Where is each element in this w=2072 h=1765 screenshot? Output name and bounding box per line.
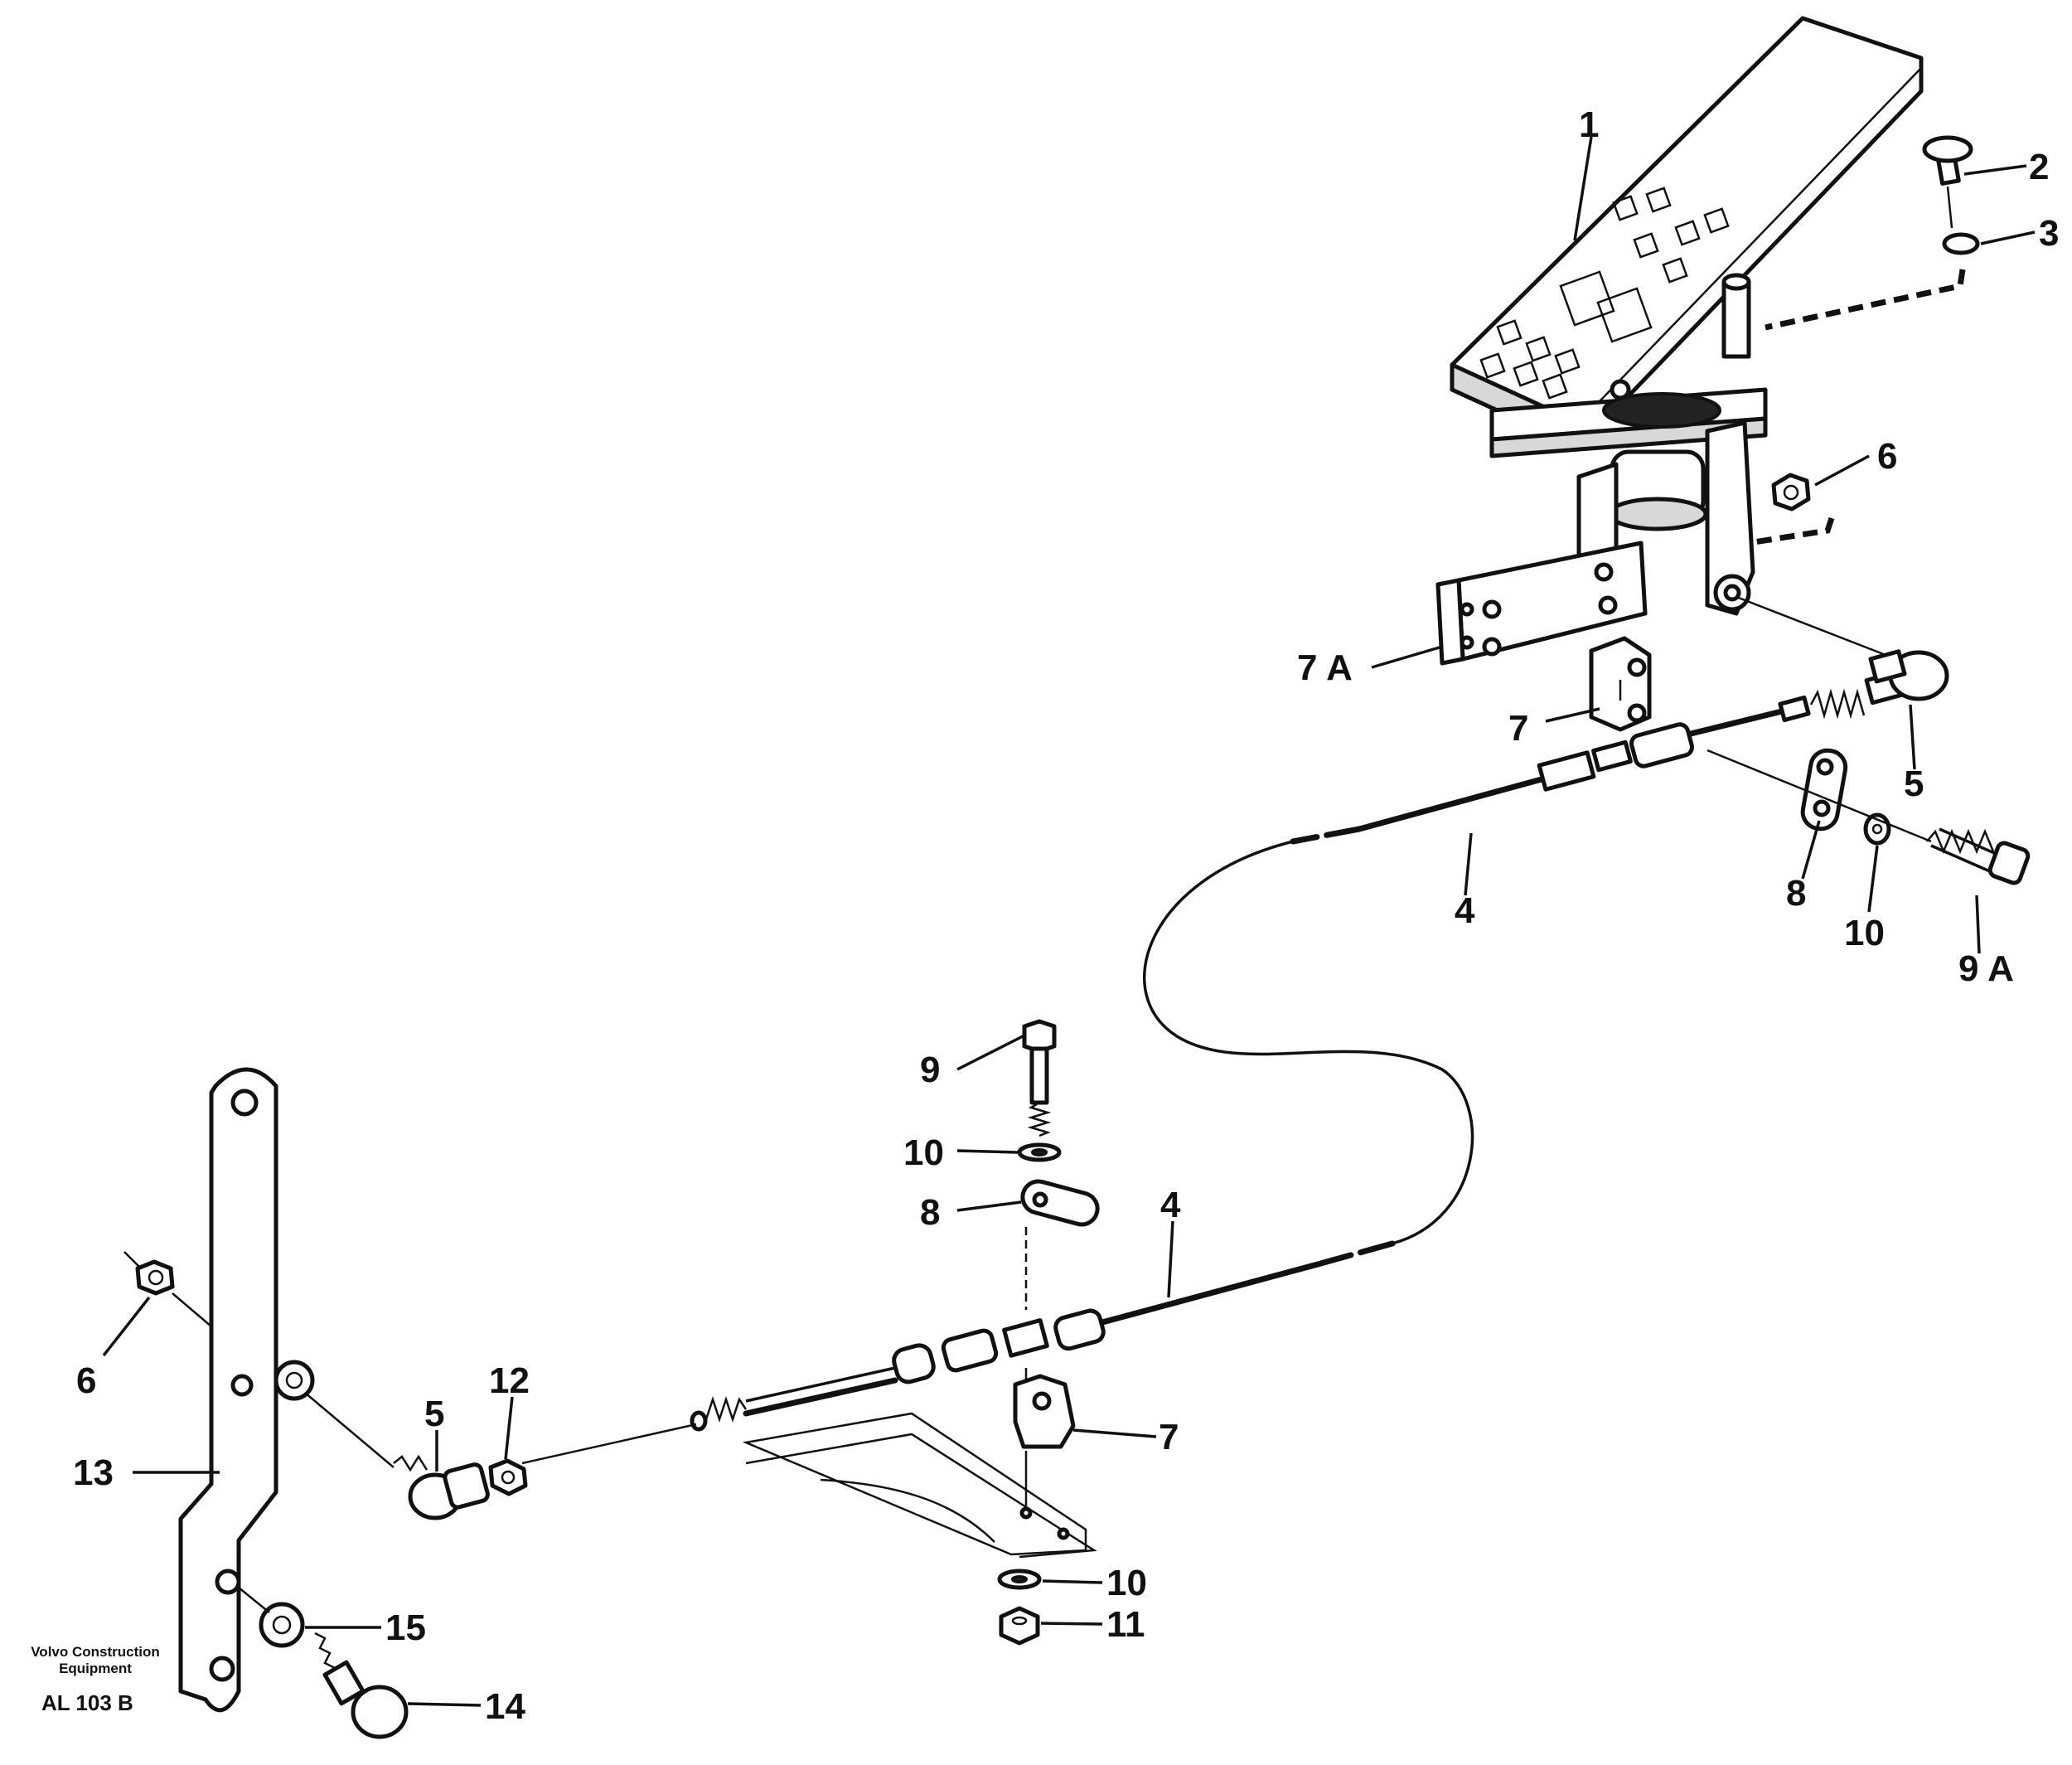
middle-bracket-hardware [742, 1019, 1100, 1646]
drawing-footer: Volvo Construction Equipment AL 103 B [31, 1644, 160, 1715]
callout-labels: 1 2 3 6 7 A 7 5 4 8 10 9 A 9 10 8 4 6 5 … [73, 104, 2059, 1727]
drawing-code: AL 103 B [41, 1690, 133, 1715]
cable-end-upper [1356, 595, 1949, 832]
upper-bracket-hardware [1706, 748, 2031, 885]
callout-5-lower: 5 [424, 1394, 444, 1434]
manufacturer-line-2: Equipment [59, 1661, 132, 1676]
callout-2: 2 [2029, 147, 2049, 187]
callout-7-upper: 7 [1508, 708, 1528, 749]
callout-13: 13 [73, 1452, 114, 1493]
callout-1: 1 [1579, 104, 1599, 145]
leader-lines [102, 136, 2036, 1707]
callout-7-lower: 7 [1159, 1417, 1179, 1457]
callout-7A: 7 A [1297, 647, 1353, 688]
manufacturer-line-1: Volvo Construction [31, 1644, 160, 1660]
callout-9: 9 [920, 1050, 940, 1090]
callout-6-lower: 6 [76, 1360, 96, 1401]
callout-12: 12 [489, 1360, 530, 1401]
callout-11: 11 [1106, 1604, 1145, 1645]
throttle-cable [1099, 826, 1474, 1326]
callout-4-lower: 4 [1160, 1185, 1181, 1225]
callout-8-middle: 8 [920, 1192, 940, 1233]
callout-4-upper: 4 [1455, 890, 1475, 931]
callout-3: 3 [2039, 213, 2059, 254]
accelerator-pedal [1435, 16, 1980, 666]
callout-9A: 9 A [1958, 948, 2014, 989]
cable-end-lower [521, 1308, 1106, 1465]
cable-clamp-upper [1589, 636, 1652, 732]
callout-10-middle: 10 [903, 1132, 944, 1173]
callout-14: 14 [485, 1686, 525, 1727]
callout-8-upper: 8 [1786, 873, 1806, 914]
throttle-lever [123, 1067, 528, 1739]
callout-10-upper: 10 [1844, 913, 1885, 953]
callout-15: 15 [385, 1607, 426, 1648]
callout-10-lower: 10 [1106, 1563, 1147, 1603]
callout-6-upper: 6 [1877, 436, 1897, 477]
callout-5-upper: 5 [1904, 764, 1924, 804]
